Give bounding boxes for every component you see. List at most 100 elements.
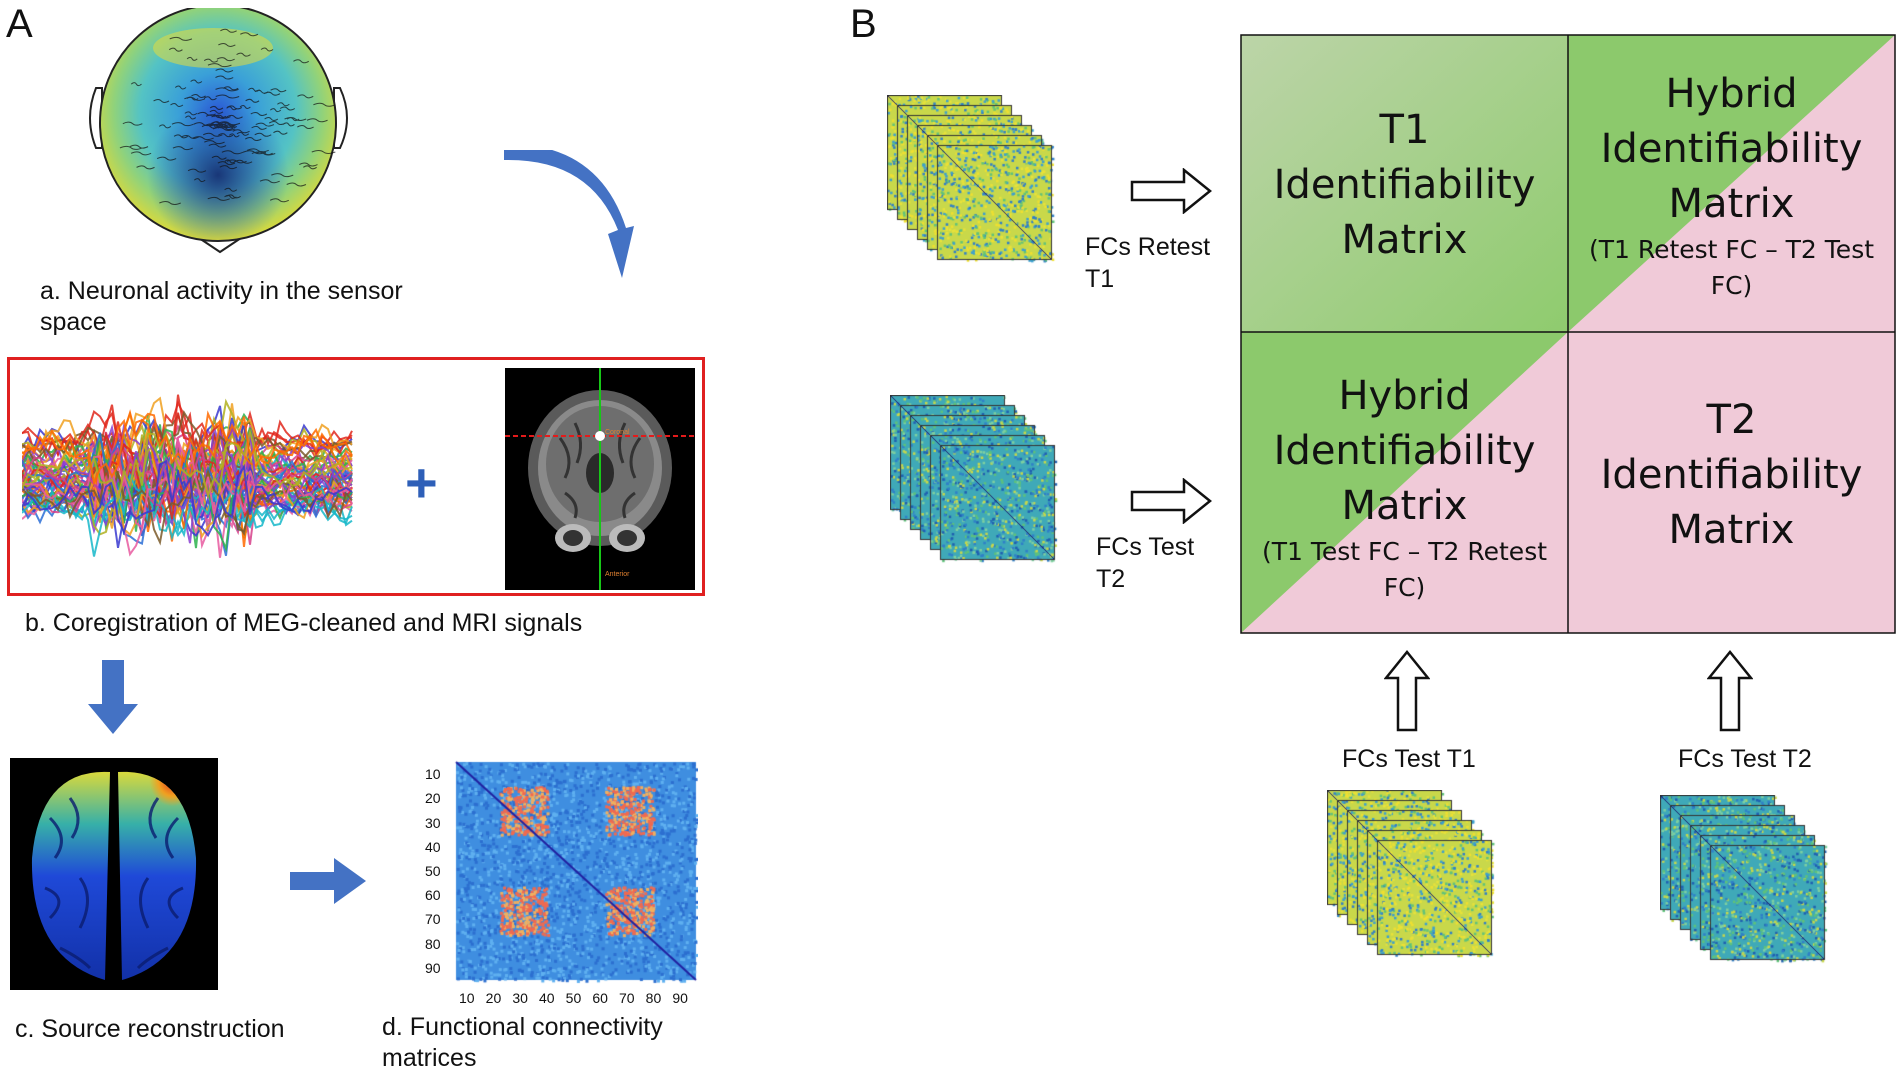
hollow-up-arrow-icon-2 xyxy=(1707,650,1753,732)
cell-tl-line3: Matrix xyxy=(1341,216,1468,263)
sensor-label-mark xyxy=(246,148,269,153)
label-fcs-test-t1: FCs Test T1 xyxy=(1342,745,1476,773)
meg-signal-line xyxy=(22,409,353,487)
sensor-label-mark xyxy=(248,87,260,92)
sensor-label-mark xyxy=(174,85,187,90)
sensor-label-mark xyxy=(255,122,275,127)
sensor-label-mark xyxy=(221,150,244,155)
sensor-label-mark xyxy=(245,137,262,142)
hollow-up-arrow-icon xyxy=(1384,650,1430,732)
sensor-label-mark xyxy=(263,91,281,96)
hollow-right-arrow-icon-2 xyxy=(1130,478,1212,524)
meg-signals-plot xyxy=(22,394,353,558)
sensor-label-mark xyxy=(186,96,199,101)
sensor-label-mark xyxy=(277,102,290,107)
sensor-label-mark xyxy=(297,94,314,99)
sensor-label-mark xyxy=(234,159,253,164)
cell-bl-line3: Matrix xyxy=(1341,482,1468,529)
sensor-label-mark xyxy=(236,52,251,57)
sensor-label-mark xyxy=(203,96,217,101)
meg-signal-line xyxy=(22,404,353,481)
sensor-label-mark xyxy=(122,121,143,126)
sensor-label-mark xyxy=(240,32,259,37)
sensor-label-mark xyxy=(173,134,189,139)
fc-stack-test-t2 xyxy=(890,395,1065,567)
sensor-label-mark xyxy=(119,145,143,150)
cell-tr-sub: (T1 Retest FC – T2 Test FC) xyxy=(1588,234,1875,300)
sensor-label-mark xyxy=(251,125,267,130)
sensor-label-mark xyxy=(217,161,236,166)
x-tick-label: 20 xyxy=(485,990,502,1006)
cell-t1-identifiability: T1 Identifiability Matrix xyxy=(1241,60,1568,310)
sensor-label-mark xyxy=(153,98,170,103)
sensor-label-mark xyxy=(270,88,287,93)
y-tick-label: 80 xyxy=(425,935,441,952)
mri-label-top: Coronal xyxy=(605,429,630,436)
y-tick-label: 90 xyxy=(425,959,441,976)
sensor-label-mark xyxy=(207,196,230,201)
sensor-label-mark xyxy=(279,106,296,111)
cell-br-line2: Identifiability xyxy=(1600,451,1863,498)
identifiability-grid xyxy=(1240,34,1896,634)
y-tick-label: 60 xyxy=(425,887,441,904)
x-tick-label: 80 xyxy=(645,990,662,1006)
sensor-label-mark xyxy=(226,159,247,164)
plus-icon: + xyxy=(405,451,438,514)
sensor-label-mark xyxy=(299,162,318,167)
sensor-label-mark xyxy=(282,122,295,127)
sensor-label-mark xyxy=(224,187,238,192)
sensor-label-mark xyxy=(159,201,181,206)
sensor-label-mark xyxy=(187,168,207,173)
hollow-right-arrow-icon xyxy=(1130,168,1212,214)
label-fcs-test-t2-line2: T2 xyxy=(1096,565,1126,593)
sensor-label-mark xyxy=(209,109,224,114)
y-tick-label: 30 xyxy=(425,814,441,831)
meg-signal-line xyxy=(22,432,353,514)
sensor-label-mark xyxy=(236,131,250,136)
sensor-label-mark xyxy=(186,56,198,61)
curved-arrow-icon xyxy=(504,150,634,278)
sensor-label-mark xyxy=(185,115,197,120)
caption-d: d. Functional connectivity matrices xyxy=(382,1013,663,1072)
panel-letter-b: B xyxy=(850,2,877,46)
coregistration-box xyxy=(7,357,705,596)
fc-matrix-plot xyxy=(420,758,698,986)
sensor-label-mark xyxy=(273,130,288,135)
y-tick-label: 10 xyxy=(425,766,441,783)
sensor-label-mark xyxy=(226,114,243,119)
sensor-label-mark xyxy=(211,155,227,160)
sensor-topomap xyxy=(89,8,348,254)
sensor-label-mark xyxy=(259,179,280,184)
cell-tl-line1: T1 xyxy=(1379,106,1430,153)
sensor-label-mark xyxy=(264,116,279,121)
x-tick-label: 10 xyxy=(459,990,475,1006)
mri-coronal-image: Coronal Anterior xyxy=(505,368,695,590)
sensor-label-mark xyxy=(192,136,214,141)
cell-tr-line3: Matrix xyxy=(1668,180,1795,227)
sensor-label-mark xyxy=(130,82,142,87)
caption-b: b. Coregistration of MEG-cleaned and MRI… xyxy=(25,609,583,637)
x-tick-label: 90 xyxy=(672,990,688,1006)
x-tick-label: 70 xyxy=(619,990,635,1006)
meg-signal-line xyxy=(22,465,353,546)
cell-bl-line1: Hybrid xyxy=(1338,372,1471,419)
sensor-label-mark xyxy=(311,149,336,154)
y-tick-label: 70 xyxy=(425,911,441,928)
cell-tl-line2: Identifiability xyxy=(1273,161,1536,208)
caption-a: a. Neuronal activity in the sensor space xyxy=(40,277,403,336)
sensor-label-mark xyxy=(224,159,236,164)
sensor-label-mark xyxy=(239,105,251,109)
sensor-label-mark xyxy=(208,143,227,148)
sensor-label-mark xyxy=(228,133,240,138)
sensor-label-mark xyxy=(223,86,239,91)
sensor-label-mark xyxy=(193,178,206,183)
sensor-label-mark xyxy=(232,129,250,134)
sensor-label-mark xyxy=(215,87,239,92)
sensor-label-mark xyxy=(242,150,267,155)
sensor-label-mark xyxy=(219,122,238,127)
meg-signal-line xyxy=(22,459,353,538)
fc-stack-test-t1 xyxy=(1327,790,1502,962)
sensor-label-mark xyxy=(245,98,260,103)
x-tick-label: 50 xyxy=(565,990,582,1006)
sensor-label-mark xyxy=(254,132,272,137)
